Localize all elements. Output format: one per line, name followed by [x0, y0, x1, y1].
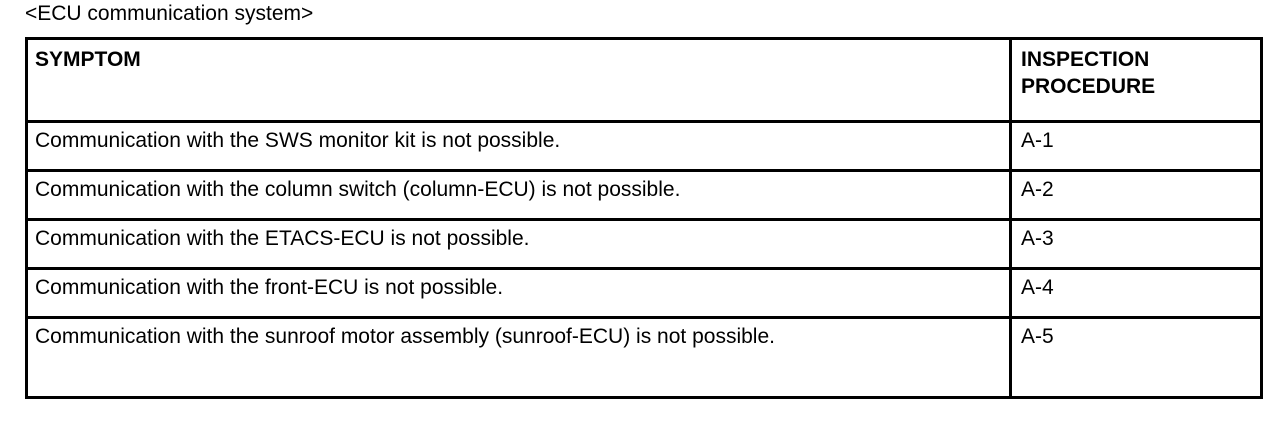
symptom-text: Communication with the column switch (co…	[35, 178, 681, 201]
symptom-inspection-table: SYMPTOM INSPECTION PROCEDURE Communicati…	[25, 37, 1263, 399]
cell-inspection-procedure: A-1	[1009, 120, 1263, 172]
cell-inspection-procedure: A-2	[1009, 169, 1263, 221]
symptom-text: Communication with the SWS monitor kit i…	[35, 129, 561, 152]
table-row: Communication with the front-ECU is not …	[25, 267, 1263, 319]
column-header-inspection-procedure-label: INSPECTION PROCEDURE	[1012, 40, 1260, 100]
cell-symptom: Communication with the SWS monitor kit i…	[25, 120, 1012, 172]
column-header-line-2: PROCEDURE	[1021, 75, 1156, 98]
inspection-procedure-code: A-5	[1021, 325, 1054, 348]
table-row: Communication with the column switch (co…	[25, 169, 1263, 221]
cell-symptom: Communication with the ETACS-ECU is not …	[25, 218, 1012, 270]
table-header-row: SYMPTOM INSPECTION PROCEDURE	[25, 37, 1263, 123]
table-row: Communication with the sunroof motor ass…	[25, 316, 1263, 399]
cell-inspection-procedure: A-5	[1009, 316, 1263, 399]
symptom-text: Communication with the sunroof motor ass…	[35, 325, 775, 348]
inspection-procedure-code: A-1	[1021, 129, 1054, 152]
table-row: Communication with the ETACS-ECU is not …	[25, 218, 1263, 270]
inspection-procedure-code: A-3	[1021, 227, 1054, 250]
table-body: Communication with the SWS monitor kit i…	[25, 120, 1263, 399]
cell-symptom: Communication with the sunroof motor ass…	[25, 316, 1012, 399]
cell-symptom: Communication with the column switch (co…	[25, 169, 1012, 221]
column-header-inspection-procedure: INSPECTION PROCEDURE	[1009, 37, 1263, 123]
table-header: SYMPTOM INSPECTION PROCEDURE	[25, 37, 1263, 123]
symptom-text: Communication with the ETACS-ECU is not …	[35, 227, 530, 250]
cell-symptom: Communication with the front-ECU is not …	[25, 267, 1012, 319]
table-row: Communication with the SWS monitor kit i…	[25, 120, 1263, 172]
cell-inspection-procedure: A-3	[1009, 218, 1263, 270]
section-title: <ECU communication system>	[25, 2, 314, 25]
cell-inspection-procedure: A-4	[1009, 267, 1263, 319]
column-header-line-1: INSPECTION	[1021, 48, 1150, 71]
inspection-procedure-code: A-4	[1021, 276, 1054, 299]
symptom-text: Communication with the front-ECU is not …	[35, 276, 504, 299]
column-header-symptom: SYMPTOM	[25, 37, 1012, 123]
column-header-symptom-label: SYMPTOM	[35, 48, 141, 71]
inspection-procedure-code: A-2	[1021, 178, 1054, 201]
